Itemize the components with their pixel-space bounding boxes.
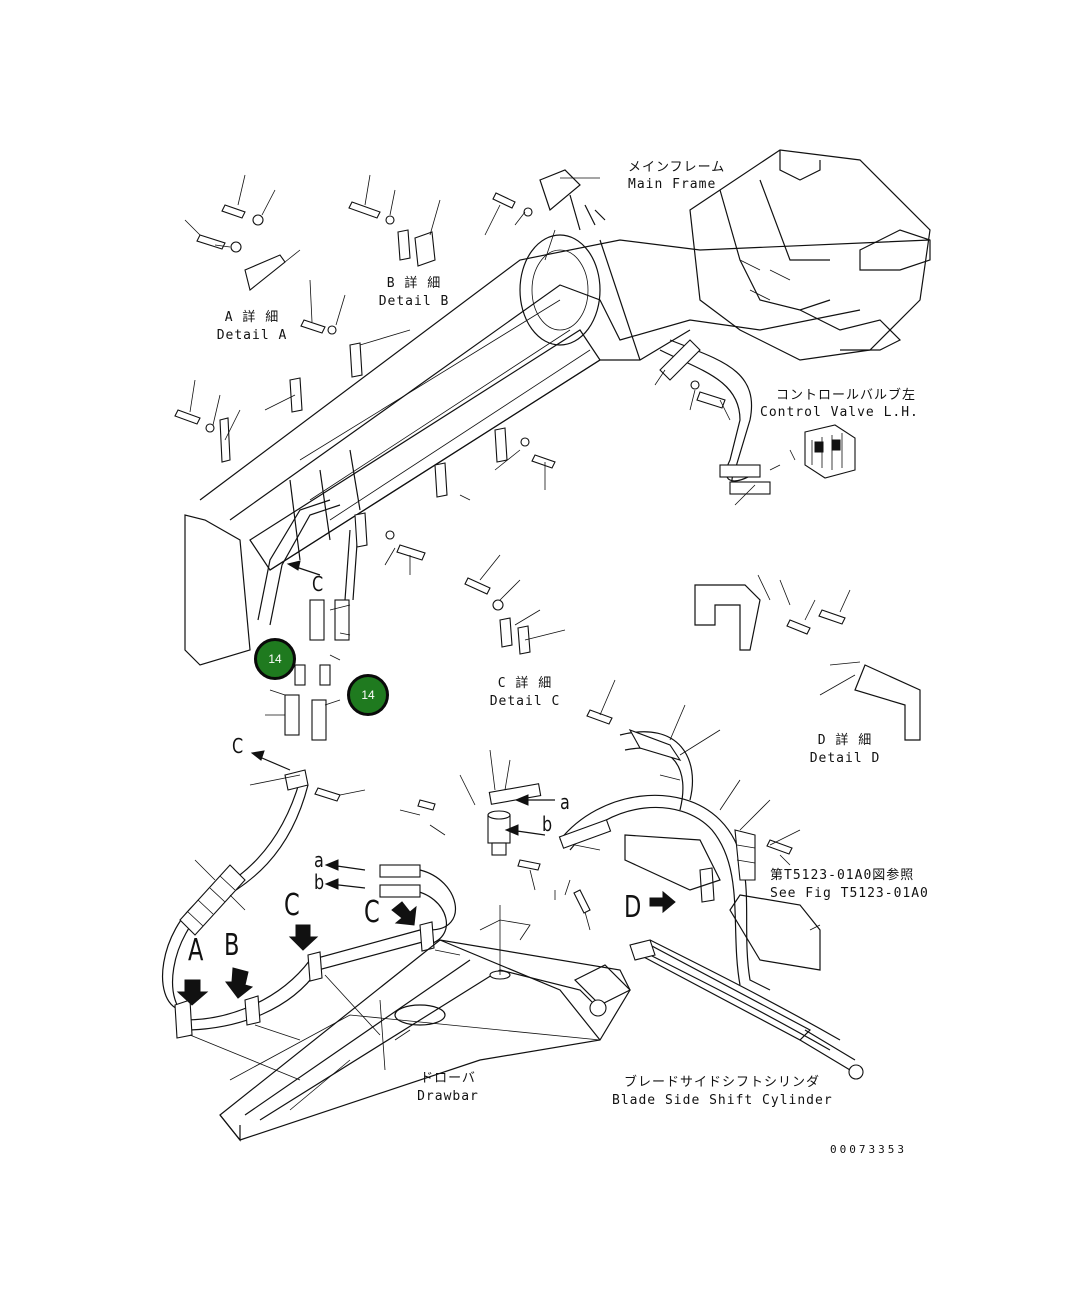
main-frame-beam bbox=[184, 234, 931, 666]
drawbar-frame bbox=[219, 905, 632, 1142]
view-letter-c-left: C bbox=[232, 734, 244, 758]
bolts bbox=[174, 192, 846, 914]
callout-14-left[interactable]: 14 bbox=[254, 638, 296, 680]
bracket-plates bbox=[624, 584, 921, 971]
control-valve-label-en: Control Valve L.H. bbox=[760, 405, 919, 420]
view-arrows-big bbox=[176, 890, 676, 1006]
cylinder-label-en: Blade Side Shift Cylinder bbox=[612, 1093, 833, 1108]
fittings bbox=[284, 464, 771, 898]
control-valve-label-jp: コントロールバルブ左 bbox=[776, 388, 917, 403]
view-arrows-small bbox=[250, 560, 555, 890]
detail-b-label-jp: B 詳 細 bbox=[386, 276, 442, 291]
view-letter-d-big: D bbox=[624, 890, 642, 925]
view-letter-b-big: B bbox=[224, 928, 240, 963]
view-letter-a-small-2: a bbox=[314, 848, 324, 872]
detail-b-label-en: Detail B bbox=[378, 294, 450, 309]
main-frame-label-en: Main Frame bbox=[628, 177, 717, 192]
view-letter-c-big-2: C bbox=[364, 895, 380, 930]
callout-14-right[interactable]: 14 bbox=[347, 674, 389, 716]
detail-d-label-en: Detail D bbox=[809, 751, 881, 766]
frame-brackets bbox=[539, 169, 606, 261]
drawbar-label-jp: ドローバ bbox=[420, 1071, 476, 1086]
detail-a-label-en: Detail A bbox=[216, 328, 288, 343]
hose-sleeves bbox=[179, 728, 756, 936]
drawbar-label-en: Drawbar bbox=[417, 1089, 479, 1104]
view-letter-a-small: a bbox=[560, 790, 570, 814]
detail-c-label-jp: C 詳 細 bbox=[497, 676, 553, 691]
main-frame-label-jp: メインフレーム bbox=[628, 160, 726, 175]
see-fig-label-en: See Fig T5123-01A0 bbox=[770, 886, 929, 901]
figure-number: 00073353 bbox=[830, 1143, 907, 1156]
view-letter-b-small: b bbox=[542, 812, 553, 836]
side-shift-cylinder bbox=[629, 939, 864, 1080]
view-letter-c-upper: C bbox=[312, 572, 324, 596]
detail-a-label-jp: A 詳 細 bbox=[224, 310, 280, 325]
view-letter-a-big: A bbox=[188, 933, 204, 968]
leader-lines bbox=[184, 174, 861, 1111]
view-letter-b-small-2: b bbox=[314, 870, 325, 894]
main-frame-rear bbox=[689, 149, 931, 361]
see-fig-label-jp: 第T5123-01A0図参照 bbox=[770, 868, 915, 883]
detail-c-label-en: Detail C bbox=[489, 694, 561, 709]
clamps bbox=[174, 229, 715, 1039]
cylinder-label-jp: ブレードサイドシフトシリンダ bbox=[623, 1075, 820, 1090]
detail-d-label-jp: D 詳 細 bbox=[817, 733, 873, 748]
view-letter-c-big-1: C bbox=[284, 888, 300, 923]
control-valve bbox=[804, 424, 856, 479]
